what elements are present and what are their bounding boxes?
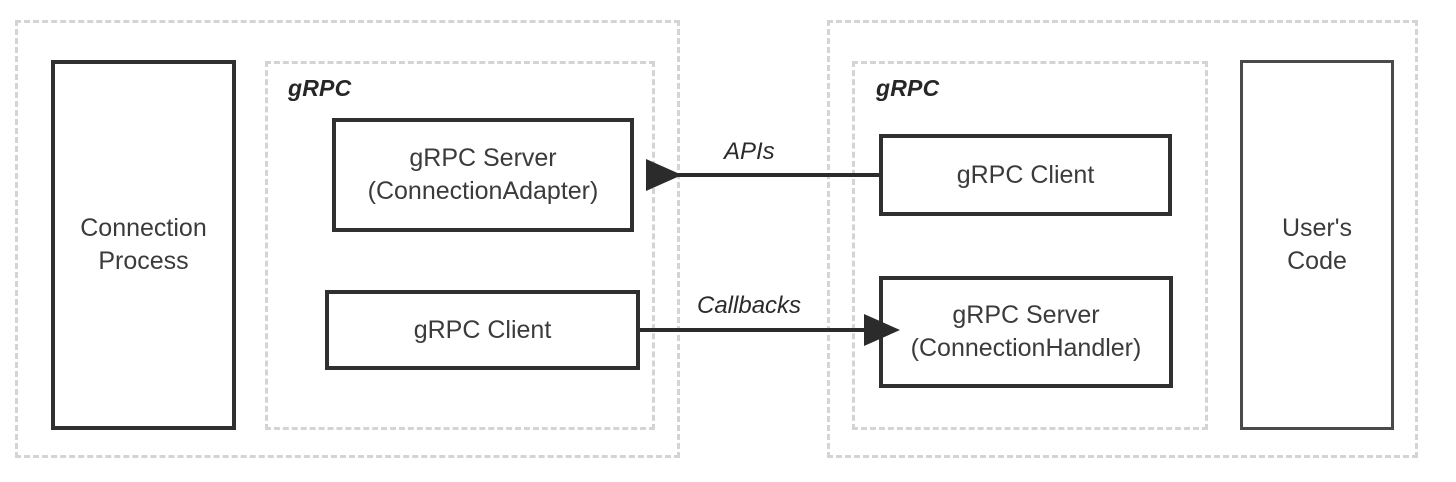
right-grpc-group-boundary bbox=[852, 61, 1208, 430]
users-code-node[interactable]: User's Code bbox=[1240, 60, 1394, 430]
right-grpc-group-label: gRPC bbox=[876, 75, 940, 101]
grpc-server-connection-handler-node[interactable]: gRPC Server (ConnectionHandler) bbox=[879, 276, 1173, 388]
connection-process-node-label: Connection Process bbox=[80, 214, 207, 275]
grpc-server-connection-adapter-label: gRPC Server (ConnectionAdapter) bbox=[367, 144, 599, 205]
grpc-client-right-label: gRPC Client bbox=[956, 160, 1095, 189]
callbacks-arrow-label: Callbacks bbox=[697, 292, 802, 319]
left-grpc-group-label: gRPC bbox=[288, 75, 352, 101]
connection-process-node[interactable]: Connection Process bbox=[51, 60, 236, 430]
users-code-node-label: User's Code bbox=[1281, 214, 1353, 275]
grpc-client-right-node[interactable]: gRPC Client bbox=[879, 134, 1172, 216]
grpc-client-left-label: gRPC Client bbox=[413, 315, 552, 344]
grpc-server-connection-handler-label: gRPC Server (ConnectionHandler) bbox=[910, 301, 1142, 362]
connection-process-group-boundary bbox=[15, 20, 680, 458]
grpc-client-left-node[interactable]: gRPC Client bbox=[325, 290, 640, 370]
apis-arrow-label: APIs bbox=[724, 138, 775, 165]
left-grpc-group-boundary bbox=[265, 61, 655, 430]
grpc-server-connection-adapter-node[interactable]: gRPC Server (ConnectionAdapter) bbox=[332, 118, 634, 232]
user-code-group-boundary bbox=[827, 20, 1418, 458]
